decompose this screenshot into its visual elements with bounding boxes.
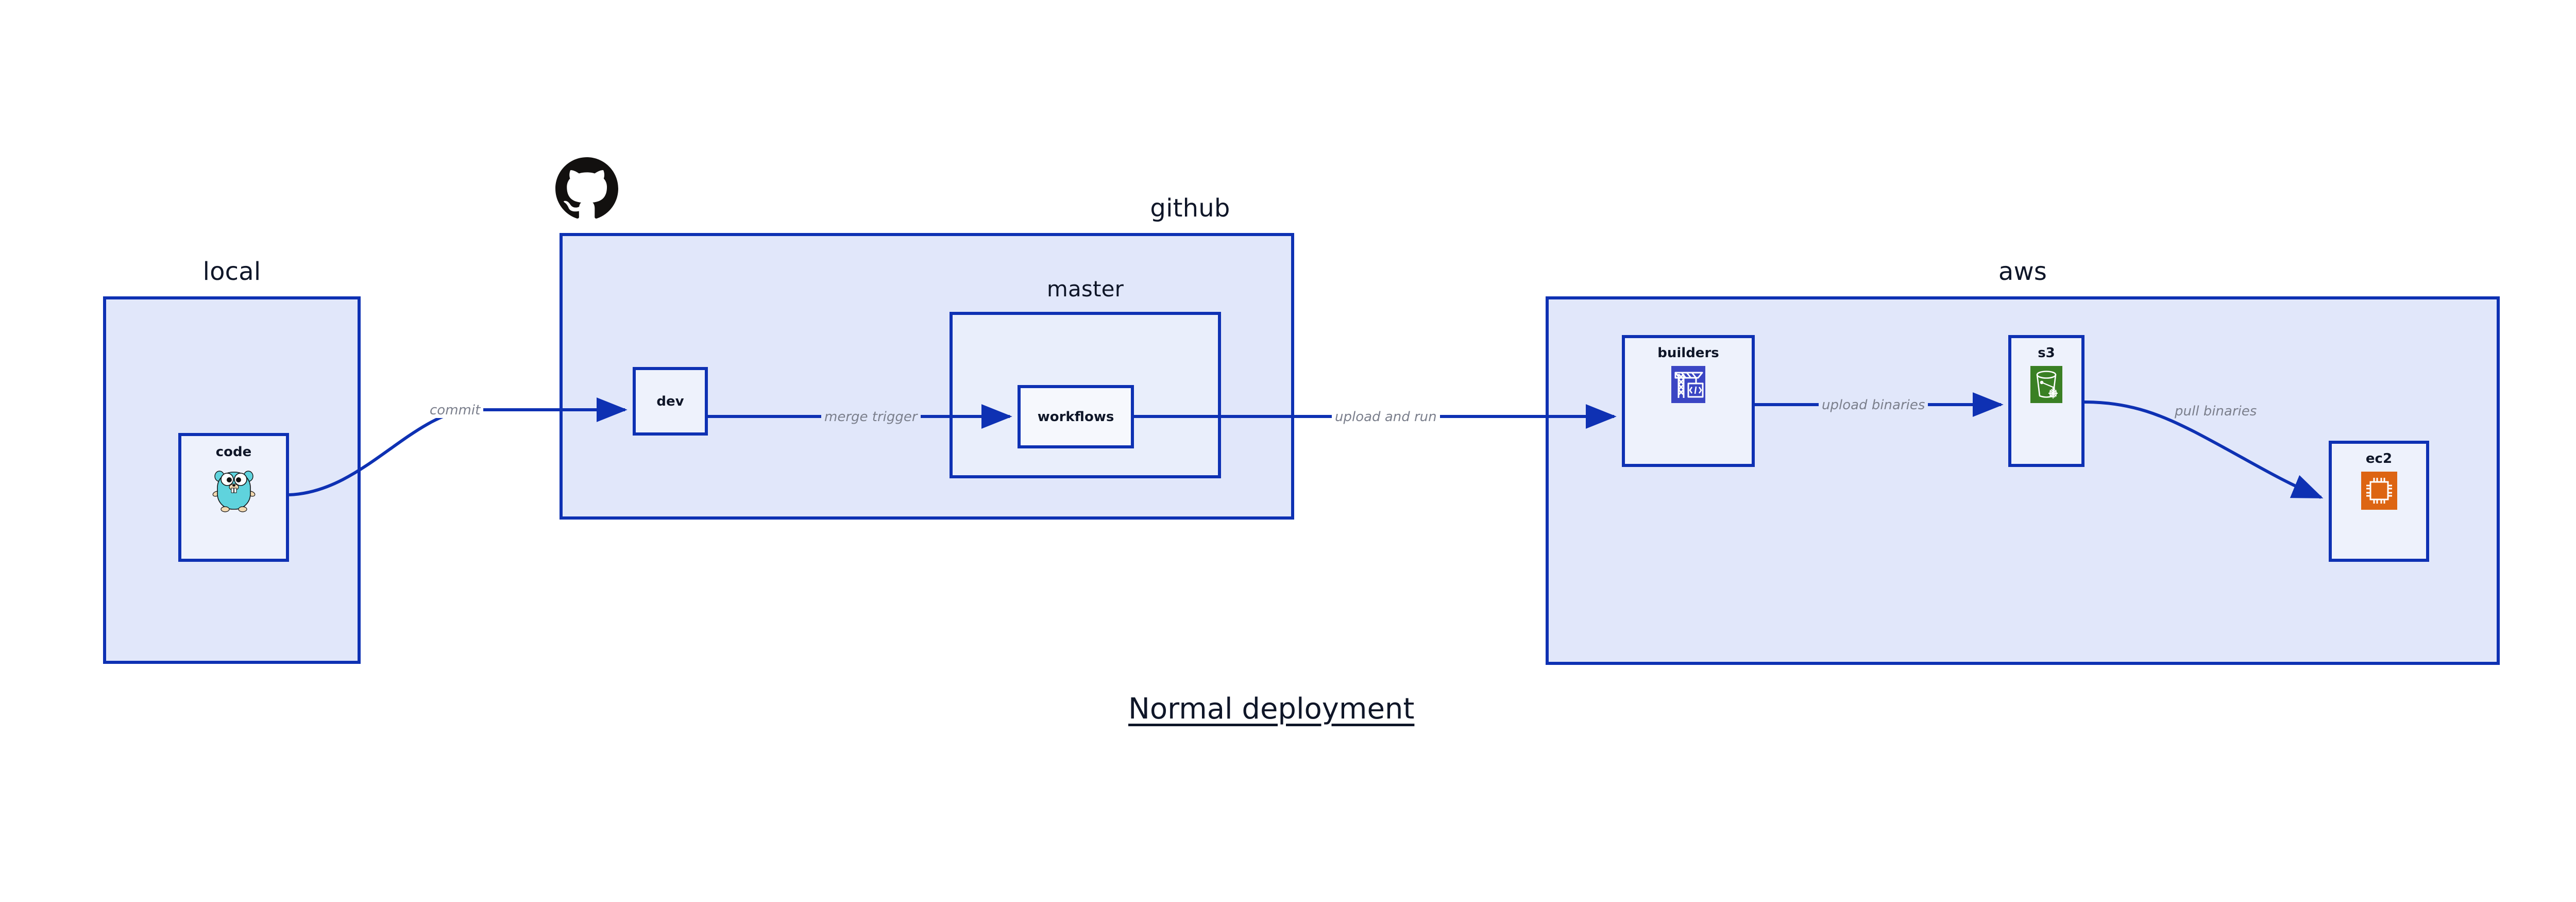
go-gopher-icon: [212, 463, 256, 516]
github-octocat-icon: [555, 157, 618, 222]
edge-label-upload-binaries: upload binaries: [1819, 397, 1928, 413]
group-label-local: local: [202, 257, 261, 286]
node-code-label: code: [215, 444, 252, 460]
node-ec2-label: ec2: [2365, 451, 2393, 466]
node-s3-label: s3: [2038, 345, 2055, 361]
node-dev-label: dev: [656, 393, 684, 409]
subgroup-master[interactable]: [950, 312, 1221, 478]
node-dev[interactable]: dev: [633, 367, 708, 436]
subgroup-label-master: master: [1046, 276, 1124, 302]
edge-label-commit: commit: [427, 403, 484, 418]
group-label-github: github: [1150, 194, 1230, 223]
node-builders[interactable]: builders: [1622, 335, 1755, 467]
aws-s3-bucket-icon: [2030, 366, 2062, 405]
edge-label-upload-and-run: upload and run: [1332, 409, 1440, 425]
node-workflows-label: workflows: [1037, 409, 1114, 425]
group-label-aws: aws: [1998, 257, 2047, 286]
node-code[interactable]: code: [178, 433, 289, 562]
node-ec2[interactable]: ec2: [2329, 441, 2429, 562]
node-workflows[interactable]: workflows: [1018, 385, 1134, 448]
node-builders-label: builders: [1657, 345, 1719, 361]
aws-codebuild-icon: [1671, 366, 1705, 405]
aws-ec2-chip-icon: [2361, 472, 2397, 512]
node-s3[interactable]: s3: [2008, 335, 2084, 467]
edge-label-pull-binaries: pull binaries: [2175, 404, 2257, 419]
edge-label-merge-trigger: merge trigger: [821, 409, 921, 425]
diagram-caption: Normal deployment: [1128, 692, 1415, 726]
